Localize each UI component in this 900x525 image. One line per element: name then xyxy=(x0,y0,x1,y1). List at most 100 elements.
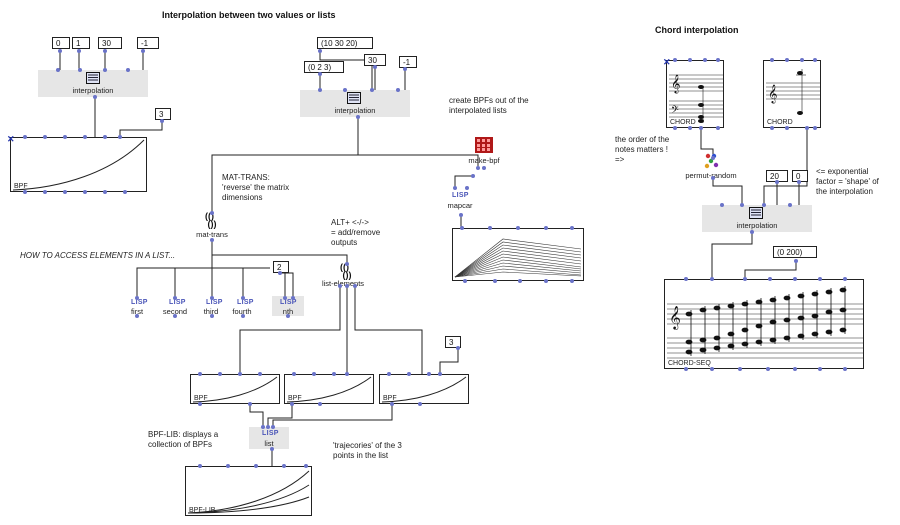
title-chord-interpolation: Chord interpolation xyxy=(655,25,739,35)
interpolation-box-left[interactable]: interpolation xyxy=(38,70,148,97)
number-box-20[interactable]: 20 xyxy=(766,170,788,182)
lisp-icon: LISP xyxy=(131,299,148,306)
comment-bpf-lib-2: collection of BPFs xyxy=(148,440,213,449)
third-box[interactable]: third xyxy=(203,307,219,316)
bpf-label: BPF xyxy=(14,183,28,190)
permut-random-icon[interactable] xyxy=(704,153,720,169)
chord-staff-2: 𝄞 xyxy=(766,69,820,115)
bpf-label: BPF xyxy=(383,395,397,402)
lisp-icon: LISP xyxy=(237,299,254,306)
close-icon[interactable]: ✕ xyxy=(7,134,15,144)
number-box-0[interactable]: 0 xyxy=(52,37,70,49)
bpf-curve xyxy=(192,376,278,403)
nth-label: nth xyxy=(282,307,294,316)
interpolation-icon xyxy=(347,92,361,104)
svg-text:𝄢: 𝄢 xyxy=(671,104,679,118)
make-bpf-label: make-bpf xyxy=(468,156,500,165)
comment-mat-trans-1: MAT-TRANS: xyxy=(222,173,270,182)
svg-text:𝄞: 𝄞 xyxy=(669,305,681,330)
list-elements-box[interactable]: list-elements xyxy=(321,279,365,288)
chord-label: CHORD xyxy=(670,119,696,126)
nth-box[interactable]: LISP nth xyxy=(272,296,304,316)
title-interpolation: Interpolation between two values or list… xyxy=(162,10,336,20)
chord-editor-1[interactable]: 𝄞 𝄢 CHORD xyxy=(666,60,724,128)
number-box-3[interactable]: 3 xyxy=(155,108,171,120)
bpf-editor-1[interactable]: BPF xyxy=(190,374,280,404)
comment-exponential-2: factor = 'shape' of xyxy=(816,177,879,186)
lisp-icon: LISP xyxy=(452,192,469,199)
number-box-minus1-b[interactable]: -1 xyxy=(399,56,417,68)
bpf-label: BPF xyxy=(194,395,208,402)
fourth-box[interactable]: fourth xyxy=(232,307,252,316)
interpolation-box-chord[interactable]: interpolation xyxy=(702,205,812,232)
bpf-label: BPF xyxy=(288,395,302,402)
chord-staff-1: 𝄞 𝄢 xyxy=(669,74,723,123)
comment-bpf-lib-1: BPF-LIB: displays a xyxy=(148,430,219,439)
bpf-curve xyxy=(286,376,372,403)
number-box-minus1[interactable]: -1 xyxy=(137,37,159,49)
bpf-lib-label: BPF-LIB xyxy=(189,507,216,514)
chord-seq-staff: 𝄞 xyxy=(667,286,863,359)
permut-random-label: permut-random xyxy=(685,171,737,180)
bpf-lib-editor-middle[interactable] xyxy=(452,228,584,281)
list-box[interactable]: LISP list xyxy=(249,427,289,449)
comment-how-to: HOW TO ACCESS ELEMENTS IN A LIST... xyxy=(20,251,176,260)
mat-trans-box[interactable]: mat-trans xyxy=(196,230,228,239)
first-box[interactable]: first xyxy=(130,307,144,316)
comment-trajectories-1: 'trajecories' of the 3 xyxy=(333,441,402,450)
bpf-lib-editor[interactable]: BPF-LIB xyxy=(185,466,312,516)
bpf-editor-3[interactable]: BPF xyxy=(379,374,469,404)
bpf-editor-2[interactable]: BPF xyxy=(284,374,374,404)
svg-text:𝄞: 𝄞 xyxy=(671,74,680,94)
bpf-lines xyxy=(454,238,582,278)
comment-alt-2: = add/remove xyxy=(331,228,381,237)
lisp-icon: LISP xyxy=(280,299,297,306)
chord-editor-2[interactable]: 𝄞 CHORD xyxy=(763,60,821,128)
close-icon[interactable]: ✕ xyxy=(663,57,671,67)
comment-alt-1: ALT+ <-/-> xyxy=(331,218,369,227)
comment-mat-trans-3: dimensions xyxy=(222,193,263,202)
mat-trans-icon: (() ()) xyxy=(205,211,217,229)
list-box-0-200[interactable]: (0 200) xyxy=(773,246,817,258)
interpolation-icon xyxy=(86,72,100,84)
make-bpf-icon[interactable] xyxy=(475,137,493,153)
number-box-3-b[interactable]: 3 xyxy=(445,336,461,348)
comment-order-1: the order of the xyxy=(615,135,670,144)
number-box-1[interactable]: 1 xyxy=(72,37,90,49)
comment-alt-3: outputs xyxy=(331,238,358,247)
mapcar-box[interactable]: mapcar xyxy=(447,201,473,210)
bpf-editor-left[interactable]: BPF xyxy=(10,137,147,192)
lisp-icon: LISP xyxy=(262,430,279,437)
chord-label: CHORD xyxy=(767,119,793,126)
number-box-30-b[interactable]: 30 xyxy=(364,54,386,66)
list-label: list xyxy=(264,439,274,448)
interpolation-icon xyxy=(749,207,763,219)
bpf-curve xyxy=(12,139,145,191)
comment-exponential-1: <= exponential xyxy=(816,167,869,176)
interpolation-label: interpolation xyxy=(334,106,376,115)
number-box-30[interactable]: 30 xyxy=(98,37,122,49)
bpf-lib-curves xyxy=(187,470,310,514)
interpolation-label: interpolation xyxy=(72,86,114,95)
comment-create-bpfs-1: create BPFs out of the xyxy=(449,96,529,105)
comment-order-2: notes matters ! xyxy=(615,145,668,154)
comment-trajectories-2: points in the list xyxy=(333,451,389,460)
lisp-icon: LISP xyxy=(169,299,186,306)
interpolation-label: interpolation xyxy=(736,221,778,230)
comment-mat-trans-2: 'reverse' the matrix xyxy=(222,183,290,192)
comment-create-bpfs-2: interpolated lists xyxy=(449,106,507,115)
comment-exponential-3: the interpolation xyxy=(816,187,873,196)
chord-seq-editor[interactable]: 𝄞 CHORD-SEQ xyxy=(664,279,864,369)
interpolation-box-middle[interactable]: interpolation xyxy=(300,90,410,117)
list-elements-icon: (() ()) xyxy=(340,262,352,280)
lisp-icon: LISP xyxy=(206,299,223,306)
list-box-10-30-20[interactable]: (10 30 20) xyxy=(317,37,373,49)
chord-seq-label: CHORD-SEQ xyxy=(668,360,711,367)
bpf-curve xyxy=(381,376,467,403)
list-box-0-2-3[interactable]: (0 2 3) xyxy=(304,61,344,73)
comment-order-3: => xyxy=(615,155,625,164)
svg-text:𝄞: 𝄞 xyxy=(768,84,777,104)
second-box[interactable]: second xyxy=(162,307,188,316)
